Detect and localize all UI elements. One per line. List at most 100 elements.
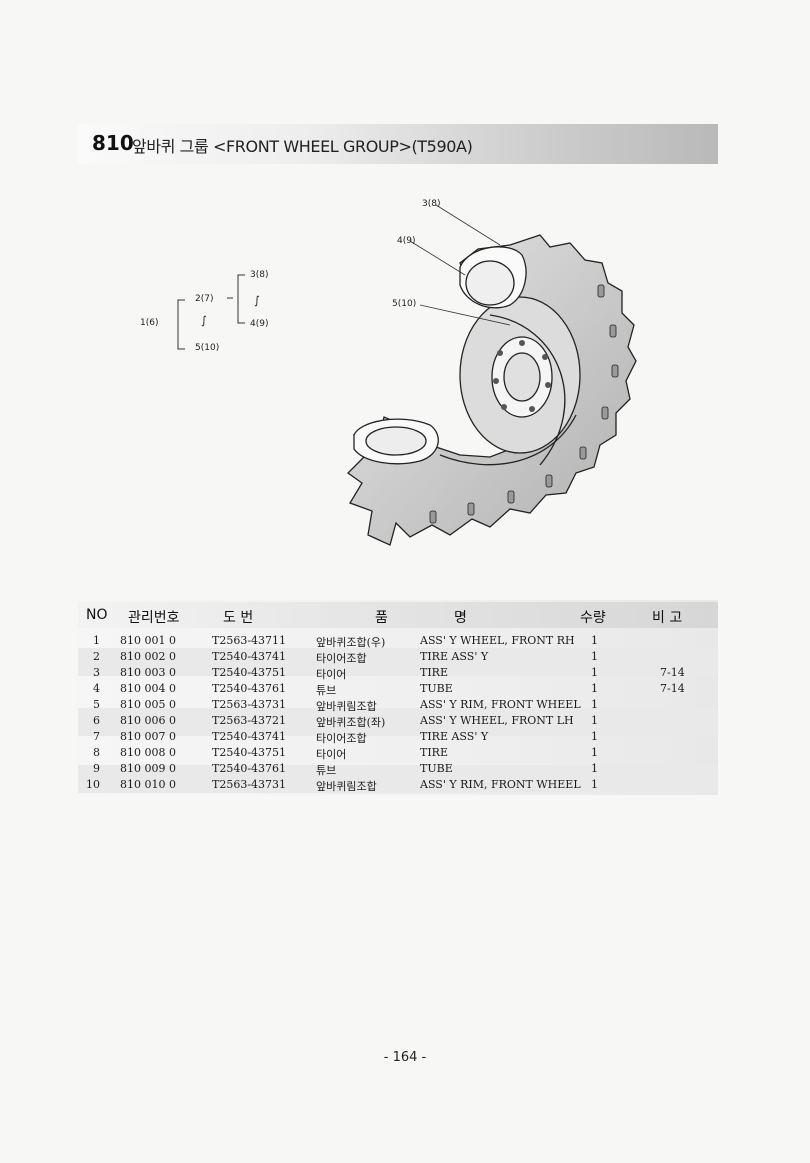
cell-name-en: TIRE — [420, 746, 448, 759]
cell-name-kr: 앞바퀴림조합 — [316, 780, 377, 793]
tree-group-separator: ∫ — [254, 294, 260, 307]
cell-qty: 1 — [591, 762, 598, 775]
cell-mgmt-no: 810 005 0 — [120, 698, 176, 711]
cell-name-kr: 튜브 — [316, 684, 337, 697]
col-part-name-b: 명 — [454, 610, 467, 626]
cell-no: 9 — [93, 762, 100, 775]
cell-qty: 1 — [591, 634, 598, 647]
cell-name-kr: 앞바퀴조합(우) — [316, 636, 386, 649]
callout-rim: 3(8) — [422, 199, 441, 209]
parts-table-header: NO 관리번호 도 번 품 명 수량 비 고 — [78, 602, 718, 628]
tree-leaf-top-label: 3(8) — [250, 270, 269, 280]
assembly-tree: 1(6) 2(7) 3(8) ∫ 4(9) ∫ 5(10) — [130, 262, 290, 362]
cell-qty: 1 — [591, 730, 598, 743]
section-code: 810 — [92, 131, 134, 155]
cell-mgmt-no: 810 008 0 — [120, 746, 176, 759]
tree-bottom-label: 5(10) — [195, 343, 220, 353]
cell-remark: 7-14 — [660, 666, 685, 679]
cell-name-en: TIRE ASS' Y — [420, 650, 489, 663]
cell-name-en: TUBE — [420, 762, 453, 775]
cell-mgmt-no: 810 001 0 — [120, 634, 176, 647]
cell-qty: 1 — [591, 746, 598, 759]
section-header-bar — [78, 124, 718, 164]
cell-qty: 1 — [591, 778, 598, 791]
cell-name-en: TIRE ASS' Y — [420, 730, 489, 743]
cell-drawing-no: T2540-43761 — [212, 762, 287, 775]
table-row: 7 810 007 0 T2540-43741 타이어조합 TIRE ASS' Y 1 — [78, 730, 718, 745]
col-remark: 비 고 — [652, 610, 683, 626]
table-row: 5 810 005 0 T2563-43731 앞바퀴림조합 ASS' Y RIM, F… — [78, 698, 718, 713]
table-row: 10 810 010 0 T2563-43731 앞바퀴림조합 ASS' Y RIM, … — [78, 778, 718, 793]
page-number: - 164 - — [383, 1050, 427, 1065]
table-row: 9 810 009 0 T2540-43761 튜브 TUBE 1 — [78, 762, 718, 777]
cell-qty: 1 — [591, 666, 598, 679]
cell-no: 8 — [93, 746, 100, 759]
cell-mgmt-no: 810 002 0 — [120, 650, 176, 663]
cell-name-en: ASS' Y WHEEL, FRONT RH — [420, 634, 575, 647]
cell-drawing-no: T2540-43741 — [212, 730, 287, 743]
cell-name-en: ASS' Y RIM, FRONT WHEEL — [420, 778, 581, 791]
col-mgmt-no: 관리번호 — [128, 610, 180, 626]
tree-group-label: 2(7) — [195, 294, 214, 304]
tree-root-separator: ∫ — [201, 314, 207, 327]
callout-valve: 5(10) — [392, 299, 417, 309]
cell-name-kr: 타이어 — [316, 748, 347, 761]
cell-no: 4 — [93, 682, 100, 695]
section-title: 앞바퀴 그룹 <FRONT WHEEL GROUP>(T590A) — [132, 137, 473, 156]
parts-table — [78, 600, 718, 795]
table-row: 1 810 001 0 T2563-43711 앞바퀴조합(우) ASS' Y WHEE… — [78, 634, 718, 649]
cell-drawing-no: T2563-43731 — [212, 778, 287, 791]
cell-no: 2 — [93, 650, 100, 663]
col-qty: 수량 — [580, 610, 606, 626]
cell-mgmt-no: 810 010 0 — [120, 778, 176, 791]
cell-drawing-no: T2540-43751 — [212, 746, 287, 759]
table-stripe — [78, 648, 718, 676]
cell-drawing-no: T2540-43741 — [212, 650, 287, 663]
tree-root-label: 1(6) — [140, 318, 159, 328]
cell-no: 3 — [93, 666, 100, 679]
cell-mgmt-no: 810 004 0 — [120, 682, 176, 695]
cell-mgmt-no: 810 006 0 — [120, 714, 176, 727]
front-wheel-drawing — [346, 204, 637, 546]
cell-name-kr: 타이어 — [316, 668, 347, 681]
tree-leaf-bottom-label: 4(9) — [250, 319, 269, 329]
table-stripe — [78, 708, 718, 736]
cell-no: 6 — [93, 714, 100, 727]
cell-no: 1 — [93, 634, 100, 647]
cell-name-en: ASS' Y WHEEL, FRONT LH — [420, 714, 574, 727]
table-stripe — [78, 765, 718, 793]
cell-drawing-no: T2563-43711 — [212, 634, 287, 647]
cell-name-en: ASS' Y RIM, FRONT WHEEL — [420, 698, 581, 711]
cell-name-kr: 앞바퀴림조합 — [316, 700, 377, 713]
callout-tube: 4(9) — [397, 236, 416, 246]
cell-qty: 1 — [591, 682, 598, 695]
cell-drawing-no: T2540-43751 — [212, 666, 287, 679]
assembly-tree-lines — [177, 274, 245, 350]
col-no: NO — [86, 607, 108, 623]
table-row: 2 810 002 0 T2540-43741 타이어조합 TIRE ASS' Y 1 — [78, 650, 718, 665]
cell-name-kr: 앞바퀴조합(좌) — [316, 716, 386, 729]
cell-drawing-no: T2563-43731 — [212, 698, 287, 711]
cell-mgmt-no: 810 003 0 — [120, 666, 176, 679]
table-row: 8 810 008 0 T2540-43751 타이어 TIRE 1 — [78, 746, 718, 761]
cell-name-kr: 타이어조합 — [316, 732, 367, 745]
cell-mgmt-no: 810 009 0 — [120, 762, 176, 775]
cell-qty: 1 — [591, 698, 598, 711]
cell-name-en: TIRE — [420, 666, 448, 679]
cell-qty: 1 — [591, 650, 598, 663]
cell-mgmt-no: 810 007 0 — [120, 730, 176, 743]
cell-qty: 1 — [591, 714, 598, 727]
col-drawing-no: 도 번 — [223, 610, 254, 626]
cell-name-kr: 튜브 — [316, 764, 337, 777]
cell-no: 5 — [93, 698, 100, 711]
table-row: 3 810 003 0 T2540-43751 타이어 TIRE 1 7-14 — [78, 666, 718, 681]
cell-drawing-no: T2540-43761 — [212, 682, 287, 695]
cell-drawing-no: T2563-43721 — [212, 714, 287, 727]
cell-remark: 7-14 — [660, 682, 685, 695]
cell-name-kr: 타이어조합 — [316, 652, 367, 665]
cell-no: 10 — [86, 778, 100, 791]
table-row: 6 810 006 0 T2563-43721 앞바퀴조합(좌) ASS' Y WHEE… — [78, 714, 718, 729]
cell-name-en: TUBE — [420, 682, 453, 695]
table-row: 4 810 004 0 T2540-43761 튜브 TUBE 1 7-14 — [78, 682, 718, 697]
cell-no: 7 — [93, 730, 100, 743]
